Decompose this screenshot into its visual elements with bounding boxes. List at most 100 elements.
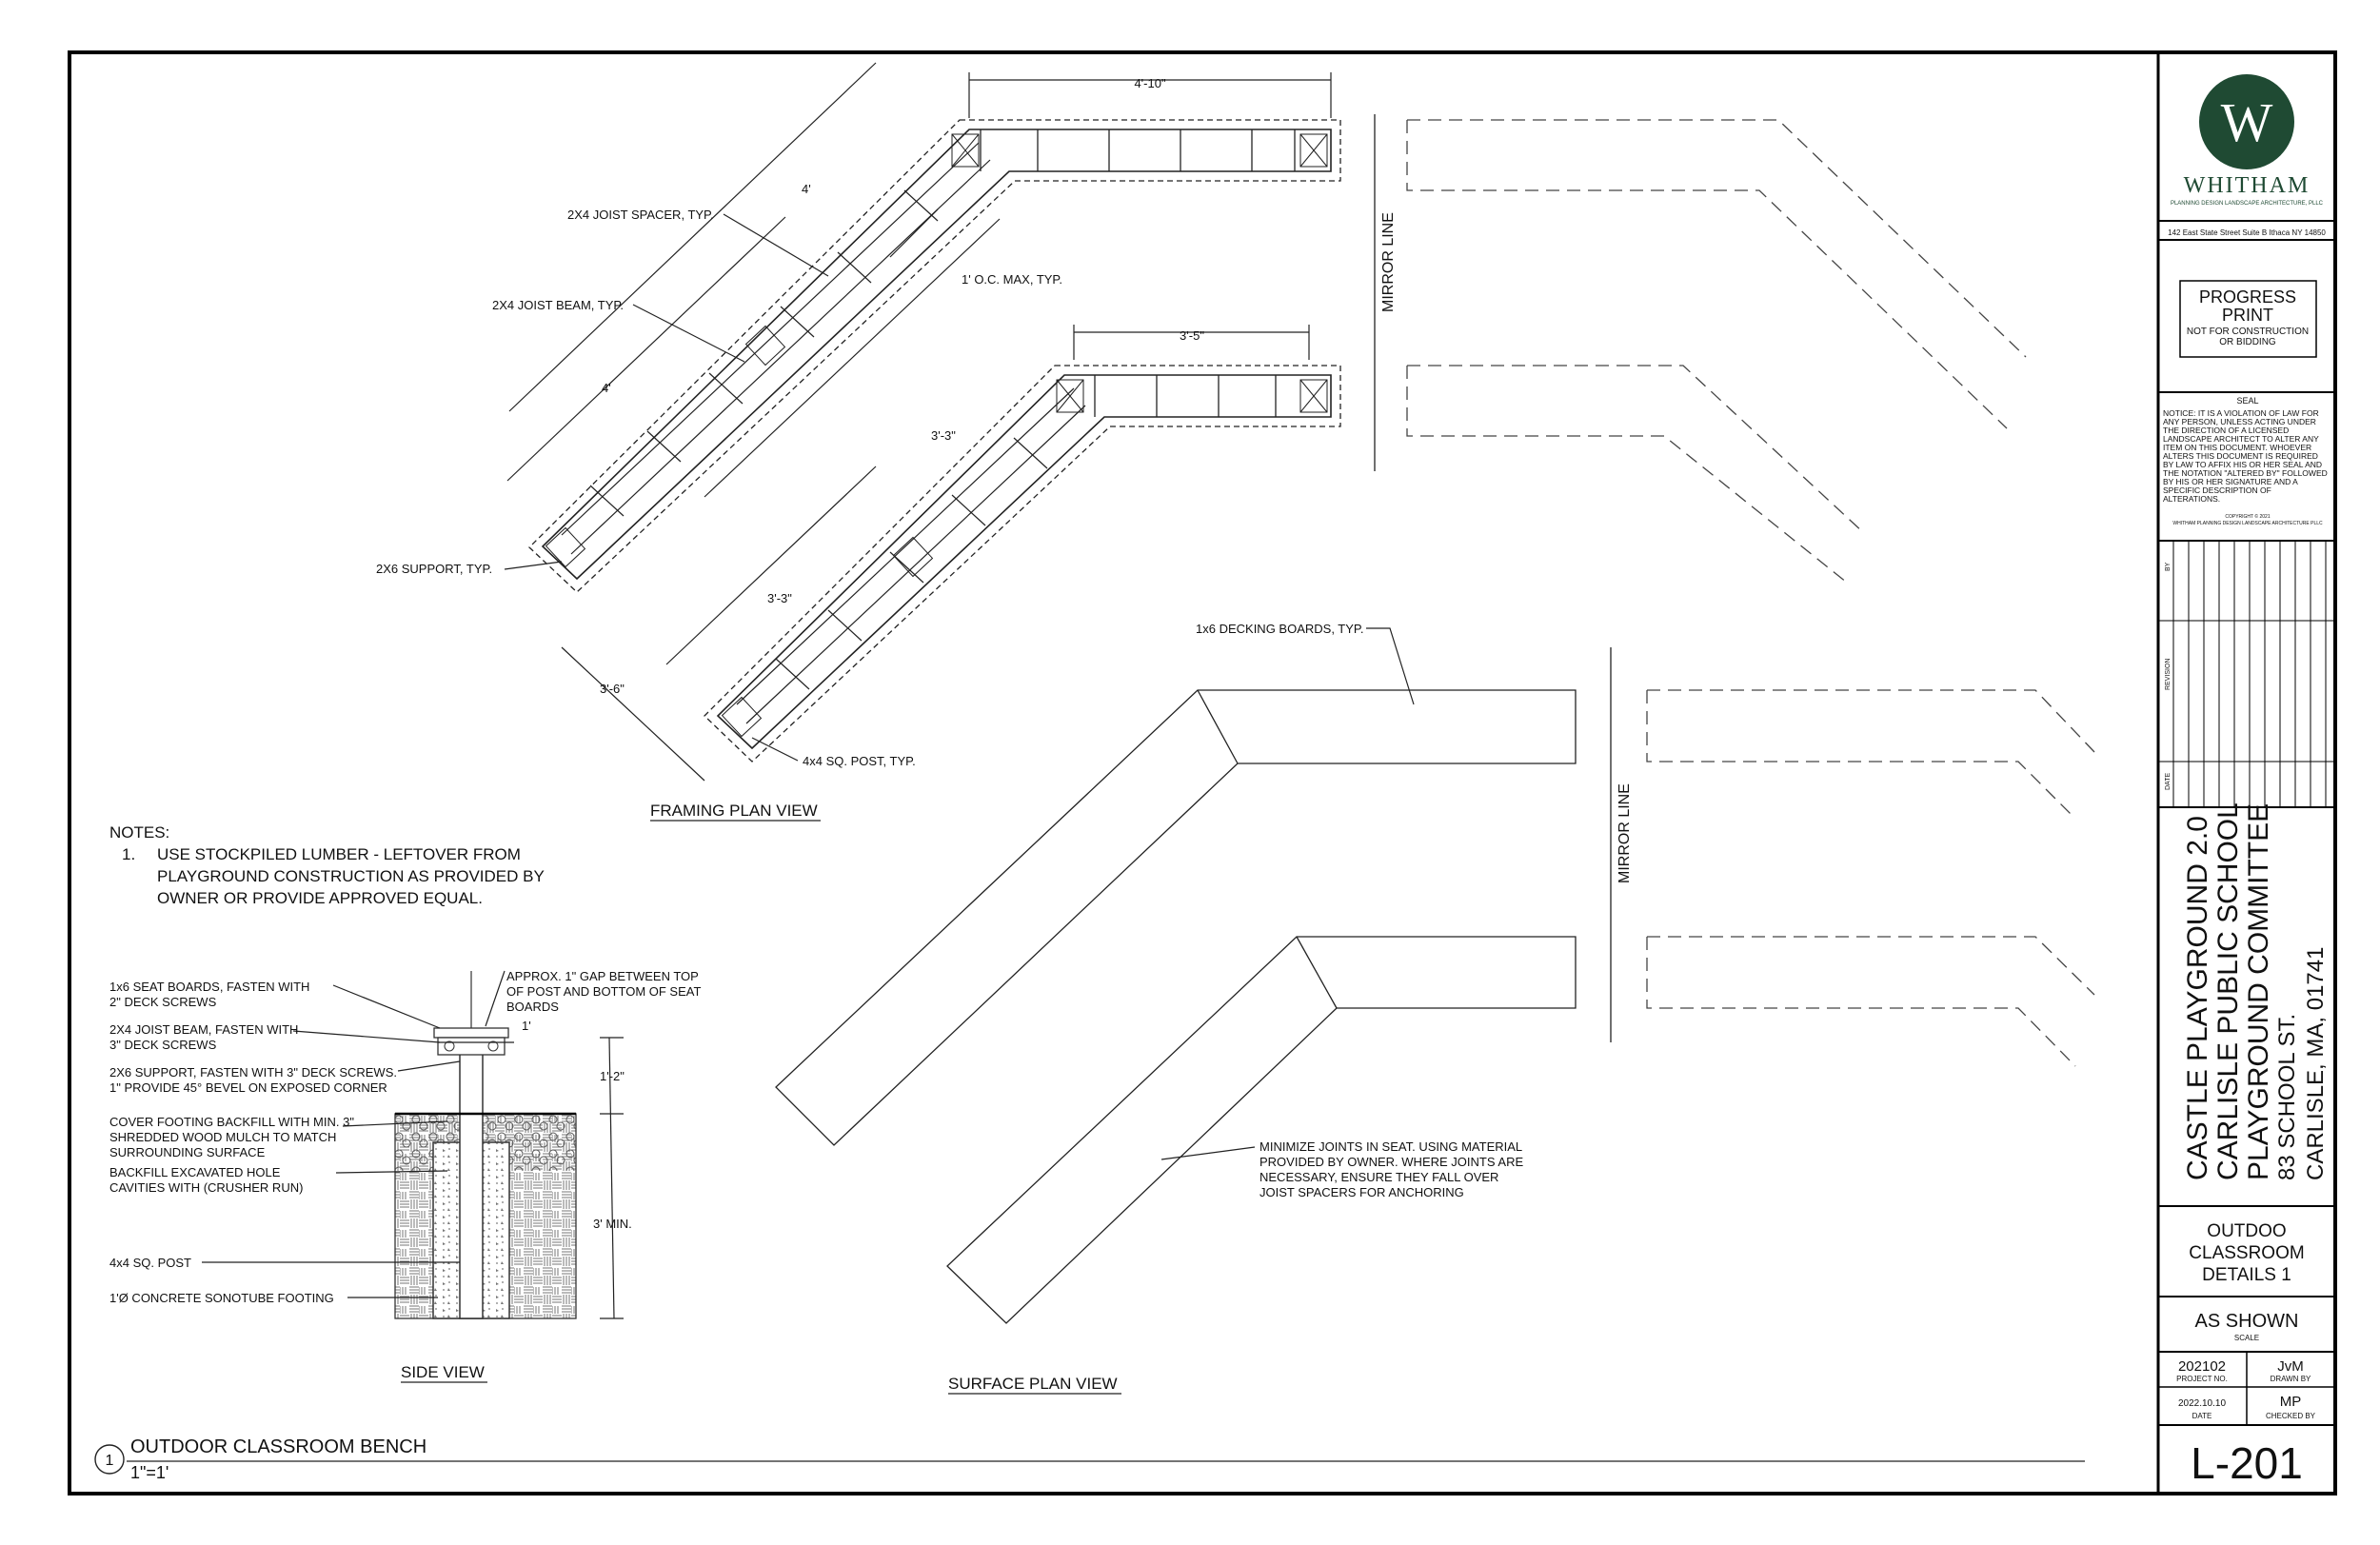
surface-joints-l1: MINIMIZE JOINTS IN SEAT. USING MATERIAL: [1259, 1139, 1522, 1154]
side-title: SIDE VIEW: [401, 1363, 485, 1381]
side-seat-l2: 2" DECK SCREWS: [109, 995, 217, 1009]
project-no: 202102: [2178, 1358, 2226, 1375]
rev-revision-label: REVISION: [2165, 659, 2172, 690]
drawn-by-label: DRAWN BY: [2271, 1375, 2311, 1383]
project-no-label: PROJECT NO.: [2176, 1375, 2228, 1383]
scale-label: SCALE: [2234, 1334, 2259, 1342]
firm-address: 142 East State Street Suite B Ithaca NY …: [2168, 228, 2326, 237]
side-backfill-l2: CAVITIES WITH (CRUSHER RUN): [109, 1180, 303, 1195]
dim-3-6: 3'-6": [600, 682, 625, 696]
svg-text:BY LAW TO AFFIX HIS OR HER SEA: BY LAW TO AFFIX HIS OR HER SEAL AND: [2163, 460, 2322, 469]
framing-dimensions: [506, 62, 1332, 782]
copyright-2: WHITHAM PLANNING DESIGN LANDSCAPE ARCHIT…: [2172, 521, 2323, 526]
side-post: 4x4 SQ. POST: [109, 1256, 191, 1270]
detail-number: 1: [106, 1453, 114, 1469]
firm-logo: [2199, 74, 2294, 169]
surface-joints-l2: PROVIDED BY OWNER. WHERE JOINTS ARE: [1259, 1155, 1523, 1169]
side-gap-l3: BOARDS: [506, 1000, 559, 1014]
leader-joints: [1160, 1146, 1256, 1160]
leader-support: [504, 561, 563, 570]
label-2x6-support: 2X6 SUPPORT, TYP.: [376, 562, 492, 576]
surface-joints-l4: JOIST SPACERS FOR ANCHORING: [1259, 1185, 1464, 1199]
drawn-by: JvM: [2277, 1358, 2304, 1375]
stamp-title-1: PROGRESS: [2199, 287, 2296, 307]
surface-plan-lower: [946, 936, 1577, 1324]
project-line-1: CASTLE PLAYGROUND 2.0: [2182, 816, 2213, 1180]
mirror-label-upper: MIRROR LINE: [1380, 212, 1397, 312]
sheet-title-3: DETAILS 1: [2202, 1265, 2291, 1285]
firm-logo-letter: W: [2221, 91, 2273, 153]
note-line-1: USE STOCKPILED LUMBER - LEFTOVER FROM: [157, 845, 521, 863]
side-backfill-l1: BACKFILL EXCAVATED HOLE: [109, 1165, 281, 1179]
framing-plan-upper: [528, 119, 1341, 593]
sheet-number: L-201: [2191, 1438, 2303, 1488]
svg-text:BY HIS OR HER SIGNATURE AND A: BY HIS OR HER SIGNATURE AND A: [2163, 477, 2298, 486]
svg-text:LANDSCAPE ARCHITECT TO ALTER A: LANDSCAPE ARCHITECT TO ALTER ANY: [2163, 434, 2319, 444]
checked-by: MP: [2280, 1394, 2302, 1410]
dim-3-3-lower: 3'-3": [767, 591, 792, 605]
dim-3-3-upper: 3'-3": [931, 428, 956, 443]
side-beam-l1: 2X4 JOIST BEAM, FASTEN WITH: [109, 1022, 298, 1037]
svg-text:THE DIRECTION OF A LICENSED: THE DIRECTION OF A LICENSED: [2163, 426, 2289, 435]
leader-post: [751, 737, 799, 762]
leader-joist-beam: [632, 304, 745, 363]
title-block: [2158, 220, 2335, 1426]
stamp-title-2: PRINT: [2222, 306, 2273, 325]
firm-name: WHITHAM: [2184, 173, 2311, 198]
dim-4-lower: 4': [602, 381, 611, 395]
label-oc-max: 1' O.C. MAX, TYP.: [962, 272, 1062, 287]
dim-4-upper: 4': [802, 182, 811, 196]
project-line-3: PLAYGROUND COMMITTEE: [2243, 803, 2274, 1180]
side-footing: 1'Ø CONCRETE SONOTUBE FOOTING: [109, 1291, 334, 1305]
svg-text:ALTERATIONS.: ALTERATIONS.: [2163, 494, 2220, 504]
svg-text:NOTICE: IT IS A VIOLATION OF L: NOTICE: IT IS A VIOLATION OF LAW FOR: [2163, 408, 2319, 418]
surface-plan-upper: [775, 689, 1577, 1146]
seal-notice: NOTICE: IT IS A VIOLATION OF LAW FOR ANY…: [2163, 408, 2328, 504]
surface-title: SURFACE PLAN VIEW: [948, 1375, 1118, 1393]
side-gap-l1: APPROX. 1" GAP BETWEEN TOP: [506, 969, 699, 983]
label-post: 4x4 SQ. POST, TYP.: [803, 754, 916, 768]
svg-text:ITEM ON THIS DOCUMENT. WHOEVER: ITEM ON THIS DOCUMENT. WHOEVER: [2163, 443, 2311, 452]
project-line-4: 83 SCHOOL ST.: [2274, 1014, 2300, 1180]
framing-title: FRAMING PLAN VIEW: [650, 802, 818, 820]
svg-text:SPECIFIC DESCRIPTION OF: SPECIFIC DESCRIPTION OF: [2163, 485, 2271, 495]
stamp-note-2: OR BIDDING: [2219, 337, 2276, 347]
date-label: DATE: [2192, 1412, 2212, 1420]
side-dim-1-2: 1'-2": [600, 1069, 625, 1083]
side-beam-l2: 3" DECK SCREWS: [109, 1038, 217, 1052]
project-line-2: CARLISLE PUBLIC SCHOOL: [2212, 802, 2244, 1180]
date-value: 2022.10.10: [2178, 1398, 2226, 1409]
detail-title: OUTDOOR CLASSROOM BENCH: [130, 1436, 426, 1457]
firm-tagline: PLANNING DESIGN LANDSCAPE ARCHITECTURE, …: [2171, 201, 2324, 207]
dim-4-10: 4'-10": [1134, 76, 1166, 90]
mirror-label-lower: MIRROR LINE: [1616, 783, 1633, 883]
dim-3-5: 3'-5": [1180, 328, 1204, 343]
side-leaders: [202, 970, 624, 1319]
notes-header: NOTES:: [109, 823, 169, 842]
copyright-1: COPYRIGHT © 2021: [2225, 513, 2270, 520]
side-seat-l1: 1x6 SEAT BOARDS, FASTEN WITH: [109, 980, 309, 994]
side-view-drawing: [394, 971, 577, 1319]
label-joist-spacer: 2X4 JOIST SPACER, TYP.: [567, 208, 714, 222]
svg-text:ANY PERSON, UNLESS ACTING UNDE: ANY PERSON, UNLESS ACTING UNDER: [2163, 417, 2316, 426]
scale-value: AS SHOWN: [2195, 1311, 2299, 1332]
side-gap-l2: OF POST AND BOTTOM OF SEAT: [506, 984, 701, 999]
side-cover-l2: SHREDDED WOOD MULCH TO MATCH: [109, 1130, 336, 1144]
side-cover-l3: SURROUNDING SURFACE: [109, 1145, 266, 1159]
detail-scale: 1"=1': [130, 1463, 169, 1482]
framing-mirror-dashed: [1406, 119, 2027, 584]
side-dim-1: 1': [522, 1019, 531, 1033]
surface-mirror-dashed: [1646, 689, 2095, 1067]
checked-by-label: CHECKED BY: [2266, 1412, 2316, 1420]
side-support-l2: 1" PROVIDE 45° BEVEL ON EXPOSED CORNER: [109, 1080, 387, 1095]
note-number: 1.: [122, 845, 135, 863]
side-dim-3-min: 3' MIN.: [593, 1217, 632, 1231]
detail-number-circle: [94, 1444, 125, 1475]
note-line-2: PLAYGROUND CONSTRUCTION AS PROVIDED BY: [157, 867, 545, 885]
framing-plan-lower: [704, 365, 1341, 763]
note-line-3: OWNER OR PROVIDE APPROVED EQUAL.: [157, 889, 483, 907]
leader-joist-spacer: [723, 213, 829, 277]
sheet-border: [68, 50, 2337, 1495]
svg-text:THE NOTATION "ALTERED BY" FOLL: THE NOTATION "ALTERED BY" FOLLOWED: [2163, 468, 2328, 478]
